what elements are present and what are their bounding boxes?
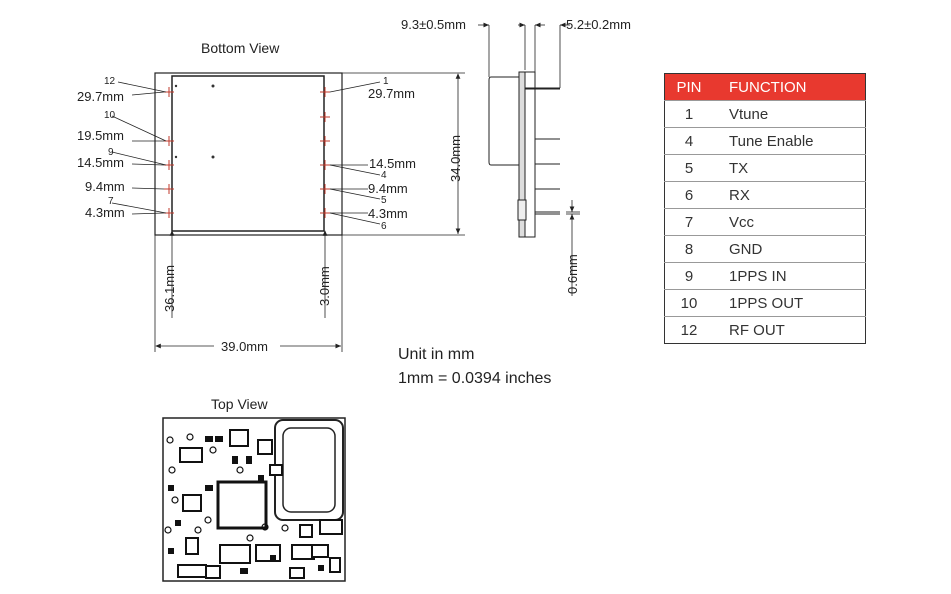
unit-note: Unit in mm [398,346,475,363]
side-view [488,71,560,238]
dim-right-3-0: 3.0mm [317,266,332,306]
pin-label-10: 10 [104,110,116,121]
dim-left-14-5: 14.5mm [77,155,124,170]
bottom-view-outline [154,72,343,236]
pin-cell: 5 [664,154,713,182]
function-cell: TX [713,154,866,182]
dim-right-9-4: 9.4mm [368,181,408,196]
top-view-title: Top View [211,396,268,412]
pin-cell: 9 [664,262,713,290]
function-cell: 1PPS OUT [713,289,866,317]
dim-right-4-3: 4.3mm [368,206,408,221]
pin-label-4: 4 [381,170,387,181]
pin-cell: 12 [664,316,713,344]
pin-cell: 1 [664,100,713,128]
pin-cell: 7 [664,208,713,236]
pin-cell: 10 [664,289,713,317]
bottom-view-left-pins [164,87,174,218]
function-cell: GND [713,235,866,263]
dim-side-pin: 5.2±0.2mm [566,17,631,32]
pin-label-5: 5 [381,195,387,206]
dim-left-36-1: 36.1mm [162,265,177,312]
dim-width-39: 39.0mm [221,339,268,354]
function-cell: RF OUT [713,316,866,344]
pin-label-6: 6 [381,221,387,232]
dim-height-34: 34.0mm [448,135,463,182]
dim-right-29-7: 29.7mm [368,86,415,101]
dim-side-thickness: 0.6mm [565,254,580,294]
function-column-header: FUNCTION [713,73,866,101]
function-cell: RX [713,181,866,209]
bottom-view-title: Bottom View [201,40,280,56]
dim-left-19-5: 19.5mm [77,128,124,143]
bottom-view-right-pins [320,87,330,218]
pin-cell: 8 [664,235,713,263]
dim-left-4-3: 4.3mm [85,205,125,220]
pin-cell: 4 [664,127,713,155]
pin-label-9: 9 [108,147,114,158]
function-cell: 1PPS IN [713,262,866,290]
dim-right-14-5: 14.5mm [369,156,416,171]
height-dimension [342,72,465,236]
pin-cell: 6 [664,181,713,209]
pin-label-7: 7 [108,196,114,207]
dim-left-9-4: 9.4mm [85,179,125,194]
pin-label-12: 12 [104,76,116,87]
function-cell: Tune Enable [713,127,866,155]
function-cell: Vcc [713,208,866,236]
conversion-note: 1mm = 0.0394 inches [398,370,552,387]
pin-label-1: 1 [383,76,389,87]
top-view-board [162,417,346,582]
function-cell: Vtune [713,100,866,128]
pin-column-header: PIN [664,73,713,101]
dim-left-29-7: 29.7mm [77,89,124,104]
dim-side-width: 9.3±0.5mm [401,17,466,32]
pin-table-header: PIN FUNCTION [664,73,866,101]
